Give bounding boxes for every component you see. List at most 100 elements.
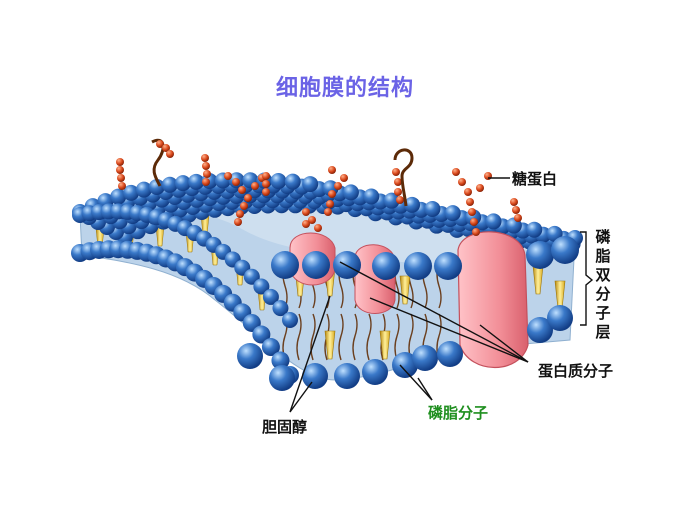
phospholipid-head	[485, 213, 502, 230]
lipid-tail	[338, 313, 344, 361]
phospholipid-head	[392, 352, 418, 378]
sugar-bead	[340, 174, 348, 182]
phospholipid-head	[262, 288, 279, 305]
sugar-bead	[224, 172, 232, 180]
sugar-bead	[118, 182, 126, 190]
phospholipid-head	[135, 181, 152, 198]
sugar-bead	[116, 166, 124, 174]
phospholipid-head	[547, 305, 573, 331]
phospholipid-head	[148, 178, 165, 195]
phospholipid-head	[261, 338, 280, 357]
sugar-bead	[234, 218, 242, 226]
sugar-bead	[202, 178, 210, 186]
sugar-bead	[396, 196, 404, 204]
glycoprotein-label: 糖蛋白	[512, 170, 558, 188]
phospholipid-head	[526, 221, 543, 238]
sugar-bead	[394, 178, 402, 186]
phospholipid-head	[527, 317, 553, 343]
bilayer-char: 子	[595, 304, 611, 322]
sugar-bead	[302, 220, 310, 228]
phospholipid-head	[270, 173, 287, 190]
sugar-bead	[244, 194, 252, 202]
sugar-bead	[328, 166, 336, 174]
lipid-tail	[352, 313, 358, 361]
phospholipid-head	[363, 188, 380, 205]
sugar-bead	[472, 228, 480, 236]
sugar-bead	[203, 170, 211, 178]
phospholipid-head	[334, 363, 360, 389]
phospholipid-head	[383, 192, 400, 209]
cholesterol-leader-2	[289, 295, 331, 413]
sugar-bead	[328, 190, 336, 198]
sugar-bead	[156, 140, 164, 148]
polysaccharide-chain	[393, 148, 414, 207]
sugar-bead	[238, 186, 246, 194]
phospholipid-head	[269, 365, 295, 391]
phospholipid-head	[272, 300, 289, 317]
phospholipid-head	[271, 251, 299, 279]
protein-leader-3	[479, 324, 529, 363]
phospholipid-head	[302, 363, 328, 389]
sugar-bead	[240, 202, 248, 210]
protein-leader-2	[369, 297, 529, 363]
phospholipid-head	[302, 251, 330, 279]
phospholipid-head	[282, 312, 298, 328]
cholesterol-molecule	[324, 330, 336, 360]
lipid-tail	[296, 313, 302, 361]
bilayer-char: 磷	[595, 228, 611, 246]
phospholipid-heads-front	[237, 236, 579, 391]
bilayer-char: 脂	[595, 247, 611, 265]
lipid-tail	[394, 313, 400, 361]
sugar-bead	[308, 216, 316, 224]
phospholipid-head	[284, 173, 301, 190]
phospholipid-head	[372, 252, 400, 280]
phospholipid-head	[271, 351, 290, 370]
sugar-bead	[464, 188, 472, 196]
phospholipid-head	[174, 175, 191, 192]
sugar-bead	[334, 182, 342, 190]
sugar-bead	[202, 162, 210, 170]
cholesterol-molecule	[379, 330, 391, 360]
sugar-bead	[162, 144, 170, 152]
sugar-bead	[326, 200, 334, 208]
sugar-bead	[392, 168, 400, 176]
sugar-bead	[117, 174, 125, 182]
sugar-bead	[324, 208, 332, 216]
phospholipid-leader-2	[417, 377, 433, 401]
phospholipid-head	[404, 196, 421, 213]
phospholipid-head	[161, 176, 178, 193]
bilayer-label: 磷 脂 双 分 子 层	[594, 228, 612, 342]
phospholipid-head	[252, 325, 271, 344]
sugar-bead	[484, 172, 492, 180]
phospholipid-head	[551, 236, 579, 264]
protein-molecule-label: 蛋白质分子	[538, 362, 614, 380]
sugar-bead	[458, 178, 466, 186]
sugar-bead	[394, 188, 402, 196]
phospholipid-molecule-label: 磷脂分子	[428, 404, 489, 422]
sugar-bead	[251, 182, 259, 190]
sugar-bead	[302, 208, 310, 216]
leader-lines	[289, 177, 594, 413]
phospholipid-head	[302, 176, 319, 193]
phospholipid-head	[253, 278, 270, 295]
phospholipid-head	[362, 359, 388, 385]
cholesterol-leader-1	[289, 381, 313, 413]
lipid-tail	[366, 313, 372, 361]
sugar-bead	[262, 172, 270, 180]
phospholipid-head	[444, 205, 461, 222]
bilayer-char: 层	[595, 323, 611, 341]
phospholipid-head	[437, 341, 463, 367]
sugar-bead	[232, 178, 240, 186]
sugar-bead	[201, 154, 209, 162]
phospholipid-head	[404, 252, 432, 280]
phospholipid-head	[412, 345, 438, 371]
sugar-bead	[262, 180, 270, 188]
sugar-bead	[314, 224, 322, 232]
sugar-bead	[236, 210, 244, 218]
phospholipid-head	[110, 188, 127, 205]
phospholipid-head	[424, 200, 441, 217]
sugar-bead	[510, 198, 518, 206]
phospholipid-head	[434, 252, 462, 280]
sugar-bead	[476, 184, 484, 192]
